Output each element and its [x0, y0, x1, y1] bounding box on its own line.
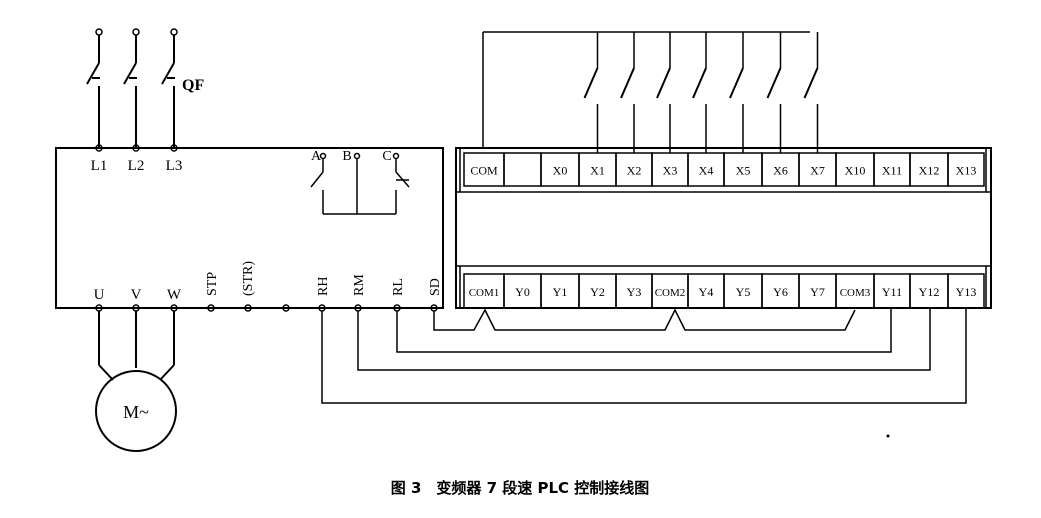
terminal-l1: L1 [91, 158, 108, 174]
breaker-label: QF [182, 77, 204, 94]
motor-label: M~ [123, 402, 149, 422]
plc-input-label: COM [470, 164, 498, 178]
terminal-rh: RH [316, 277, 331, 296]
relay-a-label: A [311, 149, 322, 164]
inverter-box [55, 147, 444, 309]
figure-caption: 图 3 变频器 7 段速 PLC 控制接线图 [391, 479, 650, 497]
plc-output-label: Y3 [627, 285, 642, 299]
bottom-terminal-points [95, 304, 438, 312]
motor [95, 370, 177, 452]
terminal-v: V [131, 287, 142, 303]
plc-input-label: X0 [553, 164, 568, 178]
plc-output-label: COM2 [655, 287, 686, 299]
plc-output-label: COM3 [840, 287, 871, 299]
plc-output-label: Y12 [919, 285, 940, 299]
plc-input-label: X2 [627, 164, 642, 178]
input-switch-wire [583, 67, 599, 99]
plc-input-label: X10 [845, 164, 866, 178]
input-switch-wire [656, 67, 671, 99]
output-terminals: U V W [94, 287, 182, 303]
stray-dot [886, 434, 890, 438]
circuit-breaker: QF [86, 28, 204, 148]
plc-input-label: X3 [663, 164, 678, 178]
terminal-rm: RM [352, 274, 367, 296]
terminal-l3: L3 [166, 158, 183, 174]
input-switch-wire [766, 67, 782, 99]
plc-output-label: Y6 [773, 285, 788, 299]
plc-output-label: Y2 [590, 285, 605, 299]
terminal-sd: SD [428, 278, 443, 296]
plc-output-label: Y11 [882, 285, 902, 299]
input-switch-wire [729, 67, 744, 99]
plc-input-label: X5 [736, 164, 751, 178]
plc-input-label: X6 [773, 164, 788, 178]
plc-input-label: X4 [699, 164, 714, 178]
plc-output-label: Y0 [515, 285, 530, 299]
com-bus [482, 31, 810, 148]
relay-contacts: A B C [310, 149, 410, 215]
plc-input-cell [947, 152, 985, 187]
terminal-str: (STR) [241, 261, 256, 296]
terminal-l2: L2 [128, 158, 145, 174]
plc-unit: COM X0 X1 X2 X3 X4 X5 X6 X7 X10 X11 X12 X13 COM1 Y0 Y1… [455, 147, 992, 309]
plc-output-label: Y4 [699, 285, 714, 299]
plc-input-label: X13 [956, 164, 977, 178]
plc-input-row: COM X0 X1 X2 X3 X4 X5 X6 X7 X10 X11 X12 X13 [463, 152, 985, 187]
input-switch-wire [620, 67, 635, 99]
plc-input-label: X11 [882, 164, 902, 178]
plc-input-label: X1 [590, 164, 605, 178]
terminal-w: W [167, 287, 182, 303]
terminal-rl: RL [391, 278, 406, 296]
input-terminals: L1 L2 L3 [91, 144, 183, 174]
relay-b-label: B [342, 149, 351, 164]
terminal-u: U [94, 287, 105, 303]
control-wiring [321, 308, 967, 404]
plc-output-label: Y1 [553, 285, 568, 299]
plc-input-label: X12 [919, 164, 940, 178]
terminal-stp: STP [205, 272, 220, 296]
plc-input-cell [503, 152, 542, 187]
plc-input-label: X7 [810, 164, 825, 178]
relay-c-label: C [382, 149, 391, 164]
plc-output-label: Y13 [956, 285, 977, 299]
input-switch-wire [692, 67, 707, 99]
plc-output-label: Y5 [736, 285, 751, 299]
plc-output-label: COM1 [469, 287, 500, 299]
plc-output-row: COM1 Y0 Y1 Y2 Y3 COM2 Y4 Y5 Y6 Y7 COM3 Y11 Y12 Y13 [463, 273, 985, 309]
plc-output-label: Y7 [810, 285, 825, 299]
motor-wiring [98, 311, 175, 381]
input-switch-wire [803, 67, 819, 99]
control-terminals: STP (STR) RH RM RL SD [205, 261, 443, 296]
input-switches [583, 32, 819, 153]
